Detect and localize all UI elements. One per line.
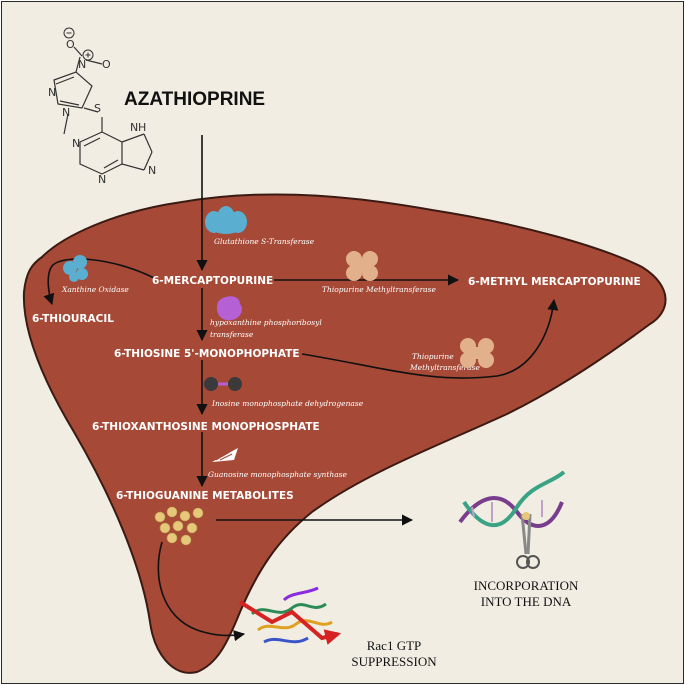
dna-caption-line2: INTO THE DNA [481,594,572,609]
enzyme-xanthine-oxidase: Xanthine Oxidase [61,285,129,294]
protein-ribbon-icon [250,586,333,644]
atom-n7: N [148,164,156,177]
atom-n4: N [130,121,138,134]
enzyme-hprt-line1: hypoxanthine phosphoribosyl [210,318,322,327]
impdh-enzyme-icon [204,377,242,391]
atom-s: S [94,102,101,115]
enzyme-glutathione-s-transferase: Glutathione S-Transferase [214,237,315,246]
label-6-thiouracil: 6-THIOURACIL [32,313,114,325]
scissors-icon [516,512,540,569]
atom-labels: N O O N N S N H N N N [48,38,156,186]
enzyme-hprt-line2: transferase [210,330,254,339]
atom-n2: N [48,86,56,99]
enzyme-tpmt-2-line2: Methyltransferase [409,363,480,372]
gst-enzyme-icon [205,206,247,234]
arrow-6mp-to-thiouracil [43,258,155,306]
gmps-enzyme-icon [212,448,238,462]
title: AZATHIOPRINE [124,89,265,110]
xanthine-oxidase-icon [63,255,88,282]
arrow-tgn-to-rac1 [157,541,246,642]
dna-caption-line1: INCORPORATION [474,578,579,593]
arrow-timp-to-6mmp [301,298,559,379]
hprt-enzyme-icon [216,296,242,321]
liver-shape [22,193,667,674]
tpmt-enzyme-icon-2 [460,338,494,368]
dna-helix-icon [458,470,566,528]
charge-symbols [63,27,94,61]
label-6-mercaptopurine: 6-MERCAPTOPURINE [152,275,273,287]
atom-o1: O [66,38,75,51]
atom-n6: N [98,173,106,186]
enzyme-gmps: Guanosine monophosphate synthase [208,470,348,479]
label-6-thiosine-monophosphate: 6-THIOSINE 5'-MONOPHOPHATE [114,348,300,360]
atom-o2: O [102,58,111,71]
rac1-caption-line1: Rac1 GTP [367,638,422,653]
atom-h: H [138,121,146,134]
label-6-methyl-mercaptopurine: 6-METHYL MERCAPTOPURINE [468,276,641,288]
azathioprine-structure-icon [53,46,153,175]
label-6-thioxanthosine-monophosphate: 6-THIOXANTHOSINE MONOPHOSPHATE [92,421,320,433]
rac1-caption-line2: SUPPRESSION [351,654,437,669]
enzyme-impdh: Inosine monophosphate dehydrogenase [211,399,364,408]
enzyme-tpmt-2-line1: Thiopurine [412,352,454,361]
down-trend-arrow-icon [238,600,342,645]
atom-n5: N [72,137,80,150]
pellets-icon [154,506,204,546]
atom-n3: N [62,106,70,119]
tpmt-enzyme-icon-1 [346,251,378,281]
enzyme-tpmt-1: Thiopurine Methyltransferase [322,285,436,294]
atom-n1: N [78,58,86,71]
label-6-thioguanine-metabolites: 6-THIOGUANINE METABOLITES [116,490,294,502]
